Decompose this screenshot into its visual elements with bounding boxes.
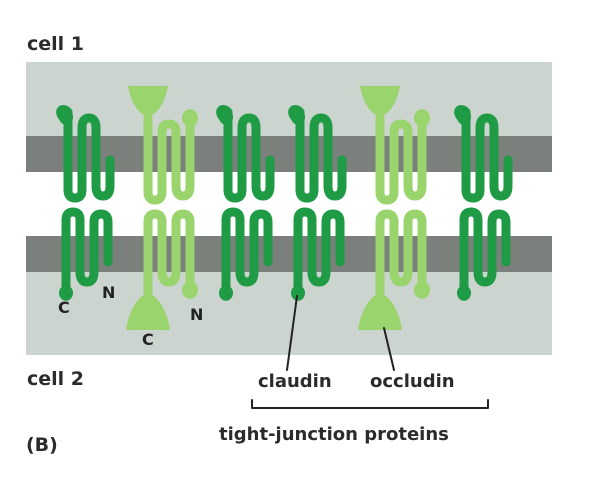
claudin-bottom-terminal	[291, 285, 305, 301]
occludin-top-bulb	[360, 86, 400, 114]
c-terminus-label-occludin: C	[142, 330, 154, 349]
occludin-bottom	[143, 209, 195, 303]
claudin-bottom-terminal	[457, 285, 471, 301]
claudin-bottom	[221, 207, 273, 295]
claudin-top	[216, 105, 275, 203]
occludin-top	[143, 107, 195, 205]
occludin-bottom-knob	[414, 281, 430, 299]
claudin-bottom-terminal	[59, 285, 73, 301]
occludin-top-knob	[414, 109, 430, 127]
claudin-bottom	[459, 207, 511, 295]
claudin-bottom	[293, 207, 345, 295]
occludin-bottom-bulb	[358, 296, 402, 330]
occludin-leader	[383, 327, 395, 371]
occludin-bottom	[375, 209, 427, 303]
tight-junction-proteins-label: tight-junction proteins	[219, 424, 449, 445]
occludin-top	[375, 107, 427, 205]
claudin-top-terminal	[291, 109, 305, 125]
leader-layer	[251, 295, 489, 409]
occludin-label: occludin	[370, 371, 455, 392]
panel-label: (B)	[26, 434, 58, 456]
occludin-bottom-bulb	[126, 296, 170, 330]
claudin-top	[288, 105, 347, 203]
claudin-top	[454, 105, 513, 203]
occludin-bottom-knob	[182, 281, 198, 299]
protein-layer	[56, 86, 513, 330]
n-terminus-label-occludin: N	[190, 305, 204, 324]
claudin-label: claudin	[258, 371, 332, 392]
claudin-top-terminal	[457, 109, 471, 125]
group-bracket	[251, 399, 489, 409]
claudin-bottom	[61, 207, 113, 295]
occludin-top-bulb	[128, 86, 168, 114]
cell-1-label: cell 1	[27, 33, 85, 55]
claudin-bottom-terminal	[219, 285, 233, 301]
claudin-leader	[286, 295, 298, 371]
claudin-top-terminal	[219, 109, 233, 125]
cell-2-label: cell 2	[27, 368, 85, 390]
claudin-top-terminal	[59, 109, 73, 125]
claudin-top	[56, 105, 115, 203]
c-terminus-label-claudin: C	[58, 298, 70, 317]
membrane-top	[26, 136, 552, 172]
occludin-top-knob	[182, 109, 198, 127]
n-terminus-label-claudin: N	[102, 283, 116, 302]
